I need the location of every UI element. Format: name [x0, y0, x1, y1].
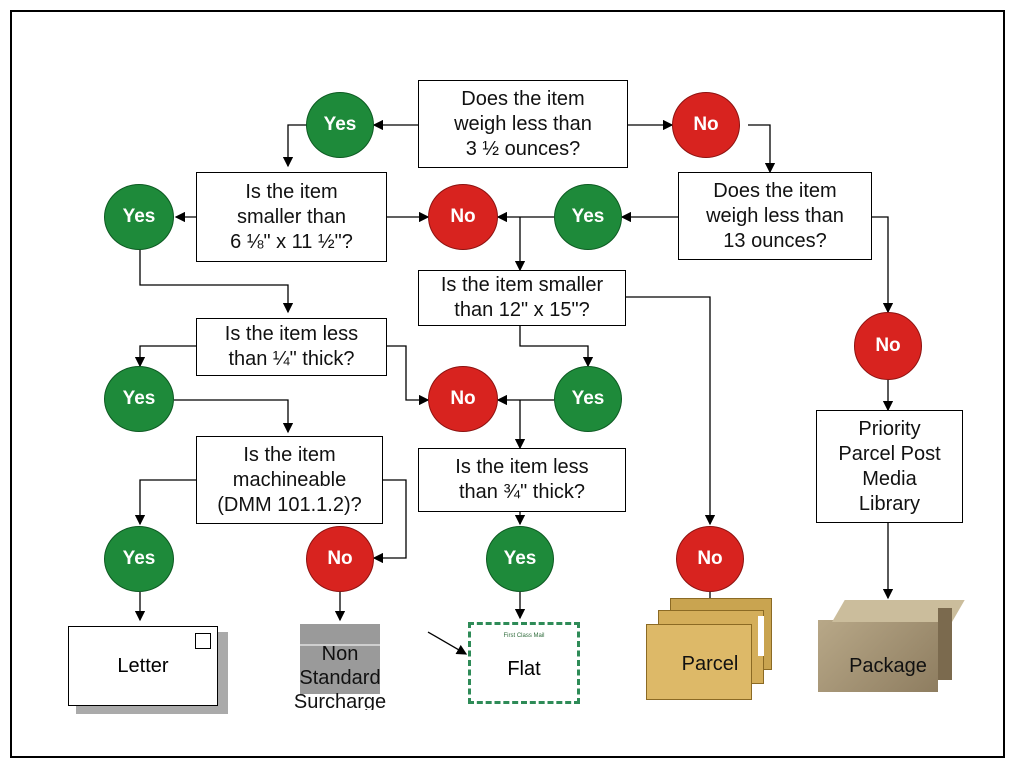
parcel-label: Parcel	[681, 653, 739, 675]
no-circle-smaller-6x11: No	[428, 184, 498, 250]
no-circle-smaller-12x15: No	[676, 526, 744, 592]
yes-circle-weigh-13: Yes	[554, 184, 622, 250]
nonstandard-envelope-icon	[300, 624, 380, 694]
no-circle-thick-quarter: No	[428, 366, 498, 432]
flat-stamp-text: First Class Mail	[503, 633, 545, 639]
flat-envelope: First Class Mail Flat	[468, 622, 580, 704]
yes-circle-thick-three-quarter: Yes	[486, 526, 554, 592]
no-circle-weigh-3-5: No	[672, 92, 740, 158]
yes-circle-thick-quarter: Yes	[104, 366, 174, 432]
slide-frame	[10, 10, 1005, 758]
parcel-envelopes-icon	[640, 598, 780, 700]
no-circle-machineable: No	[306, 526, 374, 592]
yes-circle-weigh-3-5: Yes	[306, 92, 374, 158]
question-weigh-13-oz: Does the item weigh less than 13 ounces?	[678, 172, 872, 260]
letter-label: Letter	[117, 654, 169, 677]
package-box-icon	[818, 600, 965, 692]
yes-circle-machineable: Yes	[104, 526, 174, 592]
letter-envelope-front: Letter	[68, 626, 218, 706]
nonstandard-label: Non Standard Surcharge	[293, 643, 387, 710]
priority-parcel-box: Priority Parcel Post Media Library	[816, 410, 963, 523]
question-thick-three-quarter: Is the item less than ¾" thick?	[418, 448, 626, 512]
no-circle-weigh-13: No	[854, 312, 922, 380]
stamp-icon	[195, 633, 211, 649]
yes-circle-smaller-6x11: Yes	[104, 184, 174, 250]
question-smaller-6x11: Is the item smaller than 6 ⅛" x 11 ½"?	[196, 172, 387, 262]
yes-circle-smaller-12x15: Yes	[554, 366, 622, 432]
flat-label: Flat	[507, 657, 541, 680]
question-machineable: Is the item machineable (DMM 101.1.2)?	[196, 436, 383, 524]
question-smaller-12x15: Is the item smaller than 12" x 15"?	[418, 270, 626, 326]
question-thick-quarter: Is the item less than ¼" thick?	[196, 318, 387, 376]
package-label: Package	[849, 655, 927, 677]
question-weigh-3-5-oz: Does the item weigh less than 3 ½ ounces…	[418, 80, 628, 168]
